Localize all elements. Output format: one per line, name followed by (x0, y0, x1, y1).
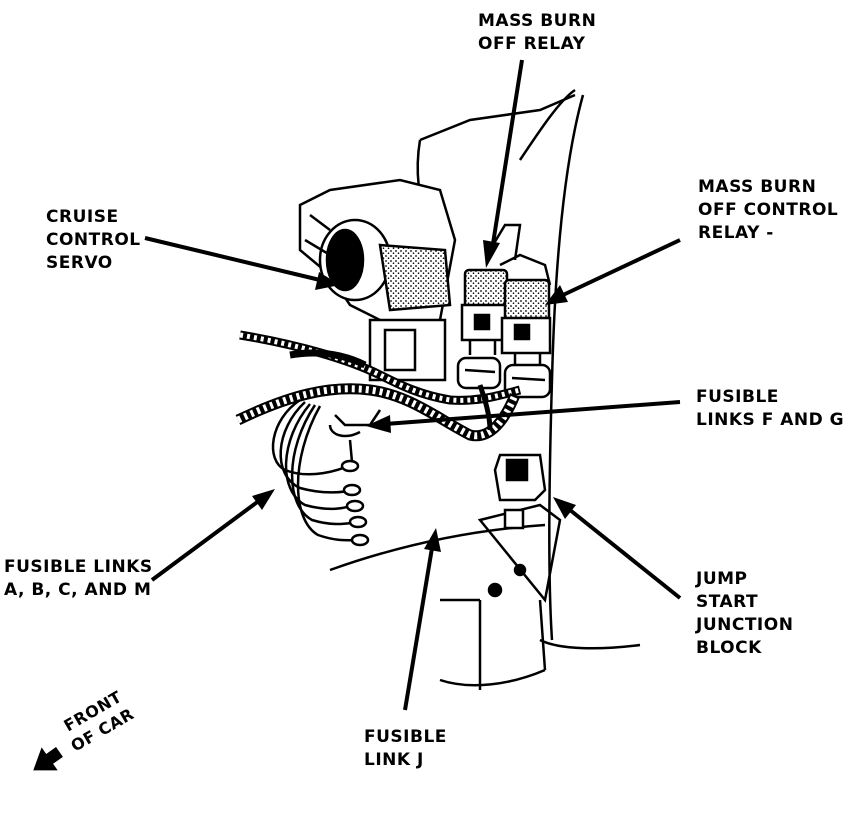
arrow-fusible-links-abcm (150, 489, 275, 582)
label-line: LINKS F AND G (696, 410, 845, 430)
arrow-fusible-link-j (403, 528, 441, 711)
leader-arrows (144, 59, 682, 711)
label-line: OFF CONTROL (698, 200, 839, 220)
label-mass-burn-off-control-relay: MASS BURN OFF CONTROL RELAY - (698, 176, 838, 245)
label-line: BLOCK (696, 638, 762, 658)
label-jump-start-junction-block: JUMP START JUNCTION BLOCK (696, 568, 793, 660)
label-line: CONTROL (46, 230, 141, 250)
wiring-harness (235, 330, 522, 442)
arrow-cruise-control-servo (144, 236, 340, 290)
label-line: OFF RELAY (478, 34, 586, 54)
label-fusible-links-abcm: FUSIBLE LINKS A, B, C, AND M (4, 556, 153, 602)
arrow-mass-burn-off-relay (483, 59, 524, 268)
jump-start-junction-block (487, 453, 547, 598)
label-line: JUNCTION (696, 615, 794, 635)
label-line: MASS BURN (478, 11, 597, 31)
label-line: FUSIBLE (364, 727, 447, 747)
arrow-fusible-links-f-g (366, 400, 681, 433)
label-line: CRUISE (46, 207, 119, 227)
cruise-control-servo (298, 178, 457, 382)
label-line: JUMP (696, 569, 748, 589)
label-line: SERVO (46, 253, 113, 273)
label-cruise-control-servo: CRUISE CONTROL SERVO (46, 206, 141, 275)
label-fusible-links-f-g: FUSIBLE LINKS F AND G (696, 386, 844, 432)
label-line: LINK J (364, 750, 424, 770)
label-line: A, B, C, AND M (4, 580, 152, 600)
arrow-left-icon (33, 747, 63, 771)
arrow-jump-start-junction-block (553, 497, 682, 600)
label-line: FUSIBLE (696, 387, 779, 407)
label-line: FUSIBLE LINKS (4, 557, 153, 577)
label-fusible-link-j: FUSIBLE LINK J (364, 726, 447, 772)
label-mass-burn-off-relay: MASS BURN OFF RELAY (478, 10, 596, 56)
arrow-mass-burn-off-control-relay (545, 238, 681, 305)
label-line: MASS BURN (698, 177, 817, 197)
label-line: RELAY - (698, 223, 774, 243)
label-line: START (696, 592, 759, 612)
fusible-links-bundle (271, 398, 382, 547)
mass-burn-off-control-relay-body (499, 253, 552, 355)
